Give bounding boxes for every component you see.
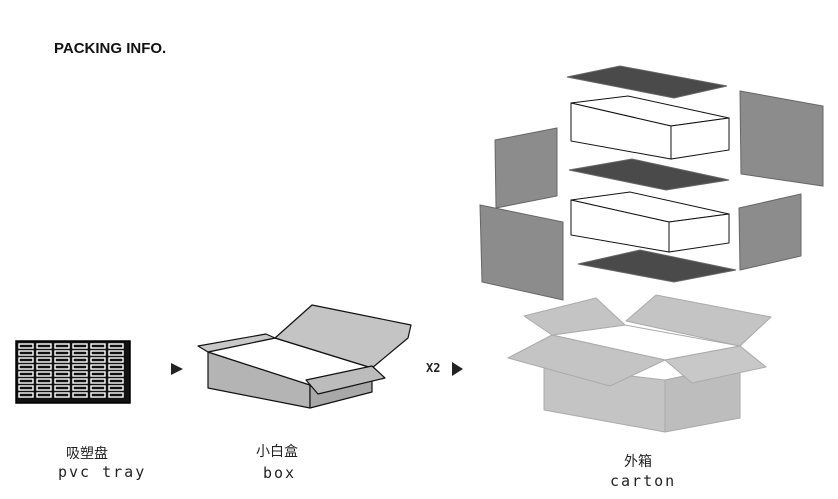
tray-cavity [36,371,52,377]
tray-cavity [18,364,34,370]
tray-cavity [108,371,124,377]
arrow-right-icon [171,363,183,375]
tray-cavity [90,371,106,377]
tray-cavity [54,371,70,377]
tray-cavity [90,357,106,363]
tray-cavity [108,364,124,370]
box-label-zh: 小白盒 [256,444,298,460]
tray-cavity [90,350,106,356]
carton-label-zh: 外箱 [624,454,652,470]
tray-cavity [108,392,124,398]
tray-cavity [18,357,34,363]
tray-cavity [36,350,52,356]
box-illustration [197,304,412,409]
tray-cavity [72,343,88,349]
tray-cavity [72,371,88,377]
tray-cavity [108,350,124,356]
tray-cavity [90,392,106,398]
tray-cavity [36,385,52,391]
arrow-right-icon [452,362,463,376]
tray-cavity [36,378,52,384]
tray-cavity [54,378,70,384]
pvc-tray-illustration [15,340,131,404]
tray-cavity [18,343,34,349]
tray-cavity [54,364,70,370]
tray-cavity [54,350,70,356]
carton-open-illustration [507,294,772,433]
tray-cavity [72,392,88,398]
tray-cavity [18,350,34,356]
box-label-en: box [263,464,297,482]
tray-cavity [108,378,124,384]
tray-cavity [90,385,106,391]
tray-cavity [18,392,34,398]
tray-cavity [18,378,34,384]
tray-cavity [36,357,52,363]
tray-cavity [54,343,70,349]
tray-cavity [36,364,52,370]
tray-cavities [18,343,124,398]
tray-cavity [72,364,88,370]
tray-cavity [90,343,106,349]
carton-label-en: carton [610,472,677,490]
tray-cavity [72,357,88,363]
tray-cavity [18,385,34,391]
tray-cavity [36,392,52,398]
tray-cavity [54,392,70,398]
tray-cavity [54,385,70,391]
tray-cavity [72,385,88,391]
tray-cavity [108,343,124,349]
tray-cavity [72,378,88,384]
quantity-multiplier: X2 [426,361,441,375]
tray-cavity [36,343,52,349]
tray-cavity [54,357,70,363]
tray-cavity [90,378,106,384]
tray-cavity [18,371,34,377]
tray-cavity [108,385,124,391]
tray-label-zh: 吸塑盘 [66,446,108,462]
page-title: PACKING INFO. [54,40,167,57]
tray-cavity [72,350,88,356]
tray-cavity [108,357,124,363]
tray-label-en: pvc tray [58,463,147,481]
carton-exploded-illustration [479,65,824,301]
tray-cavity [90,364,106,370]
